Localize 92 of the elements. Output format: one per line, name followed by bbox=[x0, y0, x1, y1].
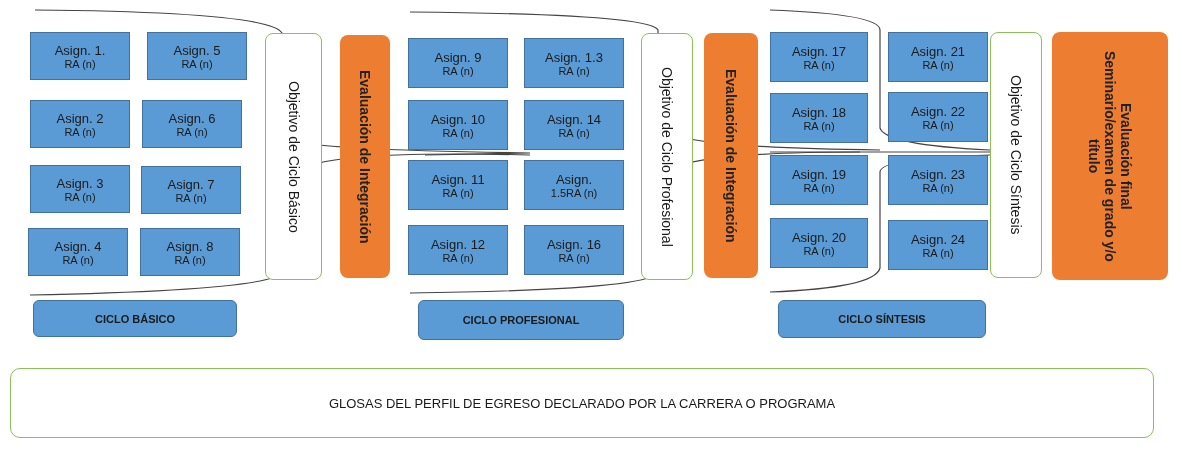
learning-outcome-label: RA (n) bbox=[922, 58, 954, 71]
subject-box bbox=[770, 32, 868, 82]
subject-name: Asign. 17 bbox=[791, 43, 847, 59]
learning-outcome-label: RA (n) bbox=[442, 251, 474, 264]
cycle-label: CICLO SÍNTESIS bbox=[838, 313, 926, 325]
learning-outcome-label: RA (n) bbox=[803, 58, 835, 71]
subject-name: Asign. 2 bbox=[56, 110, 104, 126]
subject-box bbox=[142, 100, 242, 148]
learning-outcome-label: RA (n) bbox=[442, 64, 474, 77]
subject-box bbox=[30, 32, 130, 80]
learning-outcome-label: RA (n) bbox=[175, 191, 207, 204]
subject-name: Asign. 12 bbox=[430, 236, 486, 252]
subject-box bbox=[408, 225, 508, 275]
learning-outcome-label: RA (n) bbox=[558, 64, 590, 77]
learning-outcome-label: RA (n) bbox=[442, 126, 474, 139]
learning-outcome-label: RA (n) bbox=[922, 246, 954, 259]
subject-name: Asign. 14 bbox=[546, 111, 602, 127]
subject-name: Asign. 19 bbox=[791, 166, 847, 182]
subject-name: Asign. 1. bbox=[54, 42, 106, 58]
subject-box bbox=[524, 38, 624, 88]
subject-box bbox=[888, 92, 988, 142]
subject-box bbox=[30, 100, 130, 148]
subject-name: Asign. 1.3 bbox=[545, 49, 603, 65]
learning-outcome-label: RA (n) bbox=[803, 119, 835, 132]
subject-box bbox=[30, 165, 130, 213]
subject-box bbox=[140, 228, 240, 276]
objective-box bbox=[641, 33, 693, 280]
objective-label: Objetivo de Ciclo Síntesis bbox=[1008, 75, 1024, 235]
learning-outcome-label: RA (n) bbox=[64, 125, 96, 138]
learning-outcome-label: 1.5RA (n) bbox=[550, 186, 598, 199]
cycle-label: CICLO PROFESIONAL bbox=[462, 314, 580, 326]
objective-box bbox=[265, 33, 322, 280]
learning-outcome-label: RA (n) bbox=[64, 190, 96, 203]
subject-name: Asign. 18 bbox=[791, 104, 847, 120]
objective-label: Objetivo de Ciclo Básico bbox=[285, 80, 302, 233]
evaluation-box bbox=[340, 35, 390, 278]
subject-box bbox=[141, 166, 241, 214]
evaluation-label: Evaluación de Integración bbox=[357, 69, 373, 244]
subject-box bbox=[888, 32, 988, 82]
subject-name: Asign. 5 bbox=[173, 42, 221, 58]
subject-name: Asign. 6 bbox=[168, 110, 216, 126]
subject-box bbox=[524, 100, 624, 150]
learning-outcome-label: RA (n) bbox=[922, 118, 954, 131]
subject-box bbox=[408, 38, 508, 88]
learning-outcome-label: RA (n) bbox=[803, 181, 835, 194]
learning-outcome-label: RA (n) bbox=[558, 251, 590, 264]
subject-name: Asign. bbox=[555, 171, 593, 187]
cycle-box bbox=[778, 300, 986, 338]
subject-name: Asign. 11 bbox=[431, 171, 485, 187]
subject-box bbox=[408, 100, 508, 150]
subject-box bbox=[770, 155, 868, 205]
learning-outcome-label: RA (n) bbox=[64, 57, 96, 70]
subject-box bbox=[408, 160, 508, 210]
subject-box bbox=[28, 228, 128, 276]
learning-outcome-label: RA (n) bbox=[922, 181, 954, 194]
subject-name: Asign. 21 bbox=[910, 43, 966, 59]
profile-box bbox=[10, 368, 1154, 438]
subject-name: Asign. 10 bbox=[430, 111, 486, 127]
learning-outcome-label: RA (n) bbox=[442, 186, 474, 199]
subject-box bbox=[147, 32, 247, 80]
subject-name: Asign. 8 bbox=[166, 238, 214, 254]
cycle-box bbox=[33, 300, 237, 337]
subject-box bbox=[770, 93, 868, 143]
subject-name: Asign. 24 bbox=[910, 231, 966, 247]
evaluation-box bbox=[1052, 32, 1168, 280]
evaluation-box bbox=[704, 33, 758, 278]
subject-name: Asign. 4 bbox=[54, 238, 102, 254]
objective-label: Objetivo de Ciclo Profesional bbox=[659, 66, 675, 247]
objective-box bbox=[990, 32, 1042, 278]
profile-label: GLOSAS DEL PERFIL DE EGRESO DECLARADO POR LA CARRERA O PROGRAMA bbox=[328, 395, 836, 411]
subject-name: Asign. 23 bbox=[910, 166, 966, 182]
learning-outcome-label: RA (n) bbox=[62, 253, 94, 266]
subject-name: Asign. 9 bbox=[434, 49, 482, 65]
learning-outcome-label: RA (n) bbox=[176, 125, 208, 138]
cycle-label: CICLO BÁSICO bbox=[94, 312, 176, 325]
learning-outcome-label: RA (n) bbox=[181, 57, 213, 70]
subject-box bbox=[888, 155, 988, 205]
subject-box bbox=[524, 160, 624, 210]
learning-outcome-label: RA (n) bbox=[803, 244, 835, 257]
subject-box bbox=[524, 225, 624, 275]
evaluation-label: Evaluación final Seminario/examen de grado y/o título bbox=[1086, 49, 1134, 264]
subject-box bbox=[770, 218, 868, 268]
learning-outcome-label: RA (n) bbox=[174, 253, 206, 266]
subject-name: Asign. 22 bbox=[910, 103, 966, 119]
learning-outcome-label: RA (n) bbox=[558, 126, 590, 139]
subject-name: Asign. 16 bbox=[546, 236, 602, 252]
subject-box bbox=[888, 220, 988, 270]
subject-name: Asign. 7 bbox=[167, 176, 215, 192]
subject-name: Asign. 20 bbox=[791, 229, 847, 245]
subject-name: Asign. 3 bbox=[56, 175, 104, 191]
evaluation-label: Evaluación de Integración bbox=[723, 68, 739, 243]
cycle-box bbox=[418, 300, 624, 340]
